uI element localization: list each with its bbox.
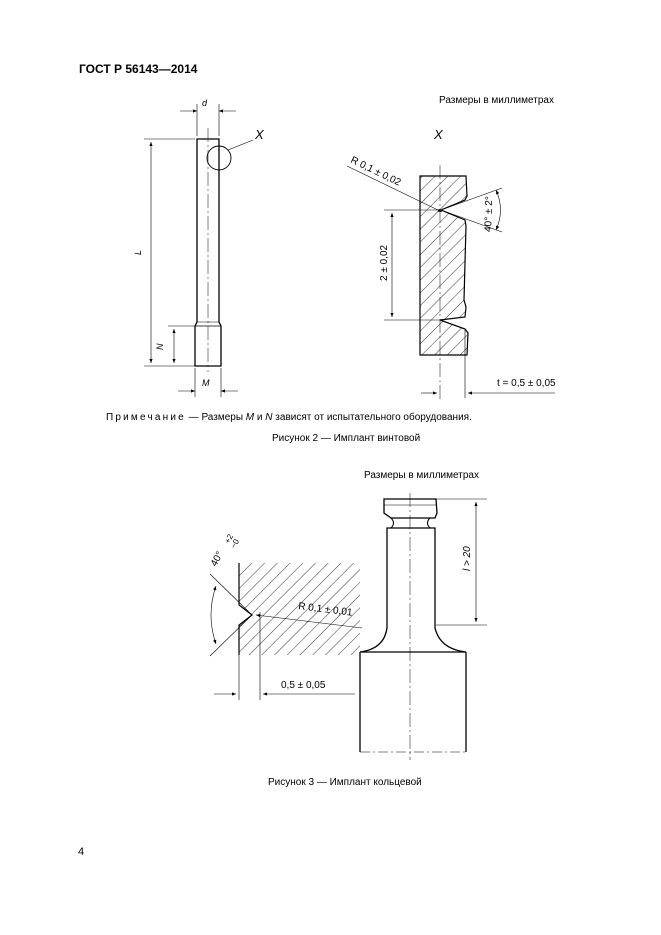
label-depth-fig3: 0,5 ± 0,05 <box>281 680 326 691</box>
figure-3-implant <box>359 493 487 760</box>
figure-2-caption: Рисунок 2 — Имплант винтовой <box>272 433 421 444</box>
units-note-figure-3: Размеры в миллиметрах <box>364 470 479 481</box>
label-angle-fig3: 40° <box>209 550 226 569</box>
label-angle-plus: +2 <box>223 532 235 545</box>
figure-3-detail <box>209 563 363 700</box>
figure-2-detail-x <box>346 165 555 400</box>
label-m: M <box>202 378 210 388</box>
label-d: d <box>202 98 208 108</box>
note-part-2: M <box>245 412 255 423</box>
note-part-5: зависят от испытательного оборудования. <box>272 412 472 423</box>
label-pitch: 2 ± 0,02 <box>379 244 390 281</box>
label-length: l > 20 <box>462 546 473 571</box>
page-number: 4 <box>78 846 85 858</box>
label-n: N <box>155 343 165 350</box>
note-part-1: Размеры <box>201 412 246 423</box>
label-angle-fig2: 40° ± 2° <box>483 196 495 232</box>
label-l: L <box>133 250 143 255</box>
label-detail-x: X <box>433 127 444 142</box>
figure-3-caption: Рисунок 3 — Имплант кольцевой <box>268 777 422 788</box>
standard-number: ГОСТ Р 56143—2014 <box>79 62 198 76</box>
units-note-figure-2: Размеры в миллиметрах <box>439 95 554 106</box>
figure-2-note: Примечание — Размеры M и N зависят от ис… <box>106 412 472 423</box>
note-dash: — <box>185 412 202 423</box>
note-prefix: Примечание <box>106 412 186 423</box>
label-radius-fig2: R 0,1 ± 0,02 <box>349 155 403 189</box>
label-angle-minus: −0 <box>229 537 241 550</box>
label-depth-fig2: t = 0,5 ± 0,05 <box>497 378 556 389</box>
figure-2-implant <box>144 104 254 397</box>
note-part-4: N <box>265 412 273 423</box>
note-part-3: и <box>254 412 266 423</box>
label-x: X <box>254 127 265 142</box>
